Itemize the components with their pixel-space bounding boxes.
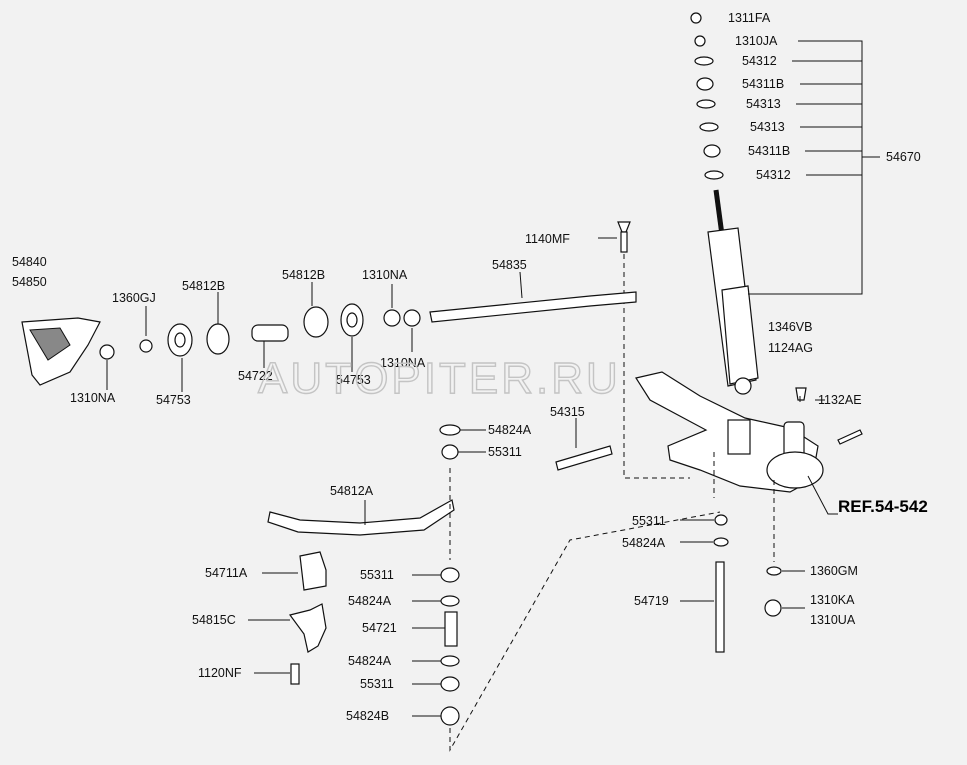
nut-1310ja	[694, 35, 706, 47]
bracket-54815c	[288, 603, 327, 653]
bushing-55311-top	[441, 444, 459, 460]
label-1360gm: 1360GM	[810, 564, 858, 578]
bushing-54812b-right	[303, 306, 329, 338]
label-54312-bottom: 54312	[756, 168, 791, 182]
label-1310ja: 1310JA	[735, 34, 778, 48]
washer-54824a-top	[439, 424, 461, 436]
label-54753-right: 54753	[336, 373, 371, 387]
label-54670: 54670	[886, 150, 921, 164]
label-54824b: 54824B	[346, 709, 389, 723]
washer-54824a-right	[713, 537, 729, 547]
washer-54313-bottom	[699, 122, 719, 132]
bushing-54812b-left	[206, 323, 230, 355]
bushing-54711a	[299, 551, 327, 591]
label-1120nf: 1120NF	[198, 666, 242, 680]
label-54719: 54719	[634, 594, 669, 608]
nut-1310na-middle	[383, 309, 401, 327]
label-54824a-low: 54824A	[348, 654, 392, 668]
washer-1360gj	[139, 339, 153, 353]
label-54313-bottom: 54313	[750, 120, 785, 134]
label-1310ka: 1310KA	[810, 593, 855, 607]
label-ref-54-542: REF.54-542	[838, 497, 928, 516]
lower-control-arm	[555, 371, 863, 562]
bolt-1120nf	[290, 663, 300, 685]
bolt-54719	[715, 561, 725, 653]
label-1310na-top: 1310NA	[362, 268, 408, 282]
label-54812a: 54812A	[330, 484, 374, 498]
label-54313-top: 54313	[746, 97, 781, 111]
bushing-55311-low	[440, 676, 460, 692]
washer-54824a-mid	[440, 595, 460, 607]
label-54753-left: 54753	[156, 393, 191, 407]
label-55311-mid: 55311	[360, 568, 394, 582]
label-54824a-top: 54824A	[488, 423, 532, 437]
label-54312-top: 54312	[742, 54, 777, 68]
label-55311-right: 55311	[632, 514, 666, 528]
label-54812b-right: 54812B	[282, 268, 325, 282]
label-54850: 54850	[12, 275, 47, 289]
strut-rod-assembly	[429, 221, 690, 479]
label-1132ae: 1132AE	[818, 393, 862, 407]
arm-bracket	[727, 419, 751, 455]
label-54812b-left: 54812B	[182, 279, 225, 293]
washer-54824b	[440, 706, 460, 726]
label-1124ag: 1124AG	[768, 341, 813, 355]
bushing-54311b-top	[696, 77, 714, 91]
stabilizer-bar-54812a	[267, 499, 455, 536]
shock-absorber-assembly	[690, 12, 880, 395]
nut-1310na-left	[99, 344, 115, 360]
nut-1310ka	[764, 599, 782, 617]
nut-1310na-right	[403, 309, 421, 327]
stabilizer-link-right	[680, 514, 805, 653]
label-1310na-right: 1310NA	[380, 356, 426, 370]
collar-54722	[251, 324, 289, 342]
label-54835: 54835	[492, 258, 527, 272]
nut-1311fa	[690, 12, 702, 24]
bolt-54315	[555, 445, 613, 471]
label-1310na-left: 1310NA	[70, 391, 116, 405]
label-54840: 54840	[12, 255, 47, 269]
watermark-text: AUTOPITER.RU	[258, 354, 621, 403]
label-1310ua: 1310UA	[810, 613, 856, 627]
bolt-1132ae	[837, 429, 863, 445]
label-54311b-bottom: 54311B	[748, 144, 790, 158]
bushing-55311-mid	[440, 567, 460, 583]
label-54315: 54315	[550, 405, 585, 419]
label-54722: 54722	[238, 369, 273, 383]
label-1360gj: 1360GJ	[112, 291, 156, 305]
stabilizer-bar-assembly	[248, 424, 721, 752]
label-54311b-top: 54311B	[742, 77, 784, 91]
washer-54312-bottom	[704, 170, 724, 180]
part-labels: 1311FA 1310JA 54312 54311B 54313 54313 5…	[12, 11, 928, 723]
label-55311-low: 55311	[360, 677, 394, 691]
label-54711a: 54711A	[205, 566, 248, 580]
washer-1360gm	[766, 566, 782, 576]
label-55311-top: 55311	[488, 445, 522, 459]
label-1140mf: 1140MF	[525, 232, 570, 246]
label-54824a-mid: 54824A	[348, 594, 392, 608]
washer-54312-top	[694, 56, 714, 66]
washer-54313-top	[696, 99, 716, 109]
label-54824a-right: 54824A	[622, 536, 666, 550]
bushing-54311b-bottom	[703, 144, 721, 158]
label-54815c: 54815C	[192, 613, 236, 627]
label-1311fa: 1311FA	[728, 11, 771, 25]
label-1346vb: 1346VB	[768, 320, 812, 334]
bushing-group-left	[21, 282, 421, 392]
bushing-55311-right	[714, 514, 728, 526]
washer-54824a-low	[440, 655, 460, 667]
collar-54721	[444, 611, 458, 647]
strut-rod-54835	[429, 291, 637, 323]
label-54721: 54721	[362, 621, 397, 635]
